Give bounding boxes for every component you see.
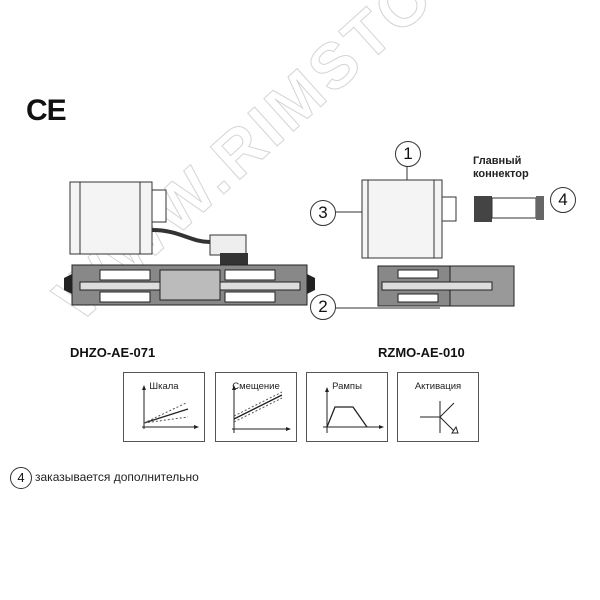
callout-3: 3 [310,200,336,226]
ramp-graph-icon [323,387,384,433]
connector-label-line-1: Главный [473,155,522,167]
function-box-activation: Активация [397,372,479,442]
function-box-offset: Смещение [215,372,297,442]
callout-1: 1 [395,141,421,167]
callout-2: 2 [310,294,336,320]
offset-graph-icon [232,385,291,433]
scale-graph-icon [142,385,199,429]
rzmo-valve-drawing [336,166,544,309]
model-dhzo: DHZO-AE-071 [70,345,156,360]
function-label: Рампы [332,381,362,392]
ce-mark: CE [26,94,67,127]
function-label: Шкала [149,381,179,392]
model-rzmo: RZMO-AE-010 [378,345,465,360]
function-label: Активация [414,381,462,392]
dhzo-valve-drawing [64,181,315,306]
main-connector-label: Главный коннектор [473,155,529,181]
callout-4: 4 [550,187,576,213]
function-label: Смещение [232,381,280,392]
footnote-text: заказывается дополнительно [35,470,199,484]
function-box-ramps: Рампы [306,372,388,442]
function-box-scale: Шкала [123,372,205,442]
footnote-marker: 4 [10,467,32,489]
activation-transistor-icon [420,401,459,434]
connector-label-line-2: коннектор [473,168,529,180]
